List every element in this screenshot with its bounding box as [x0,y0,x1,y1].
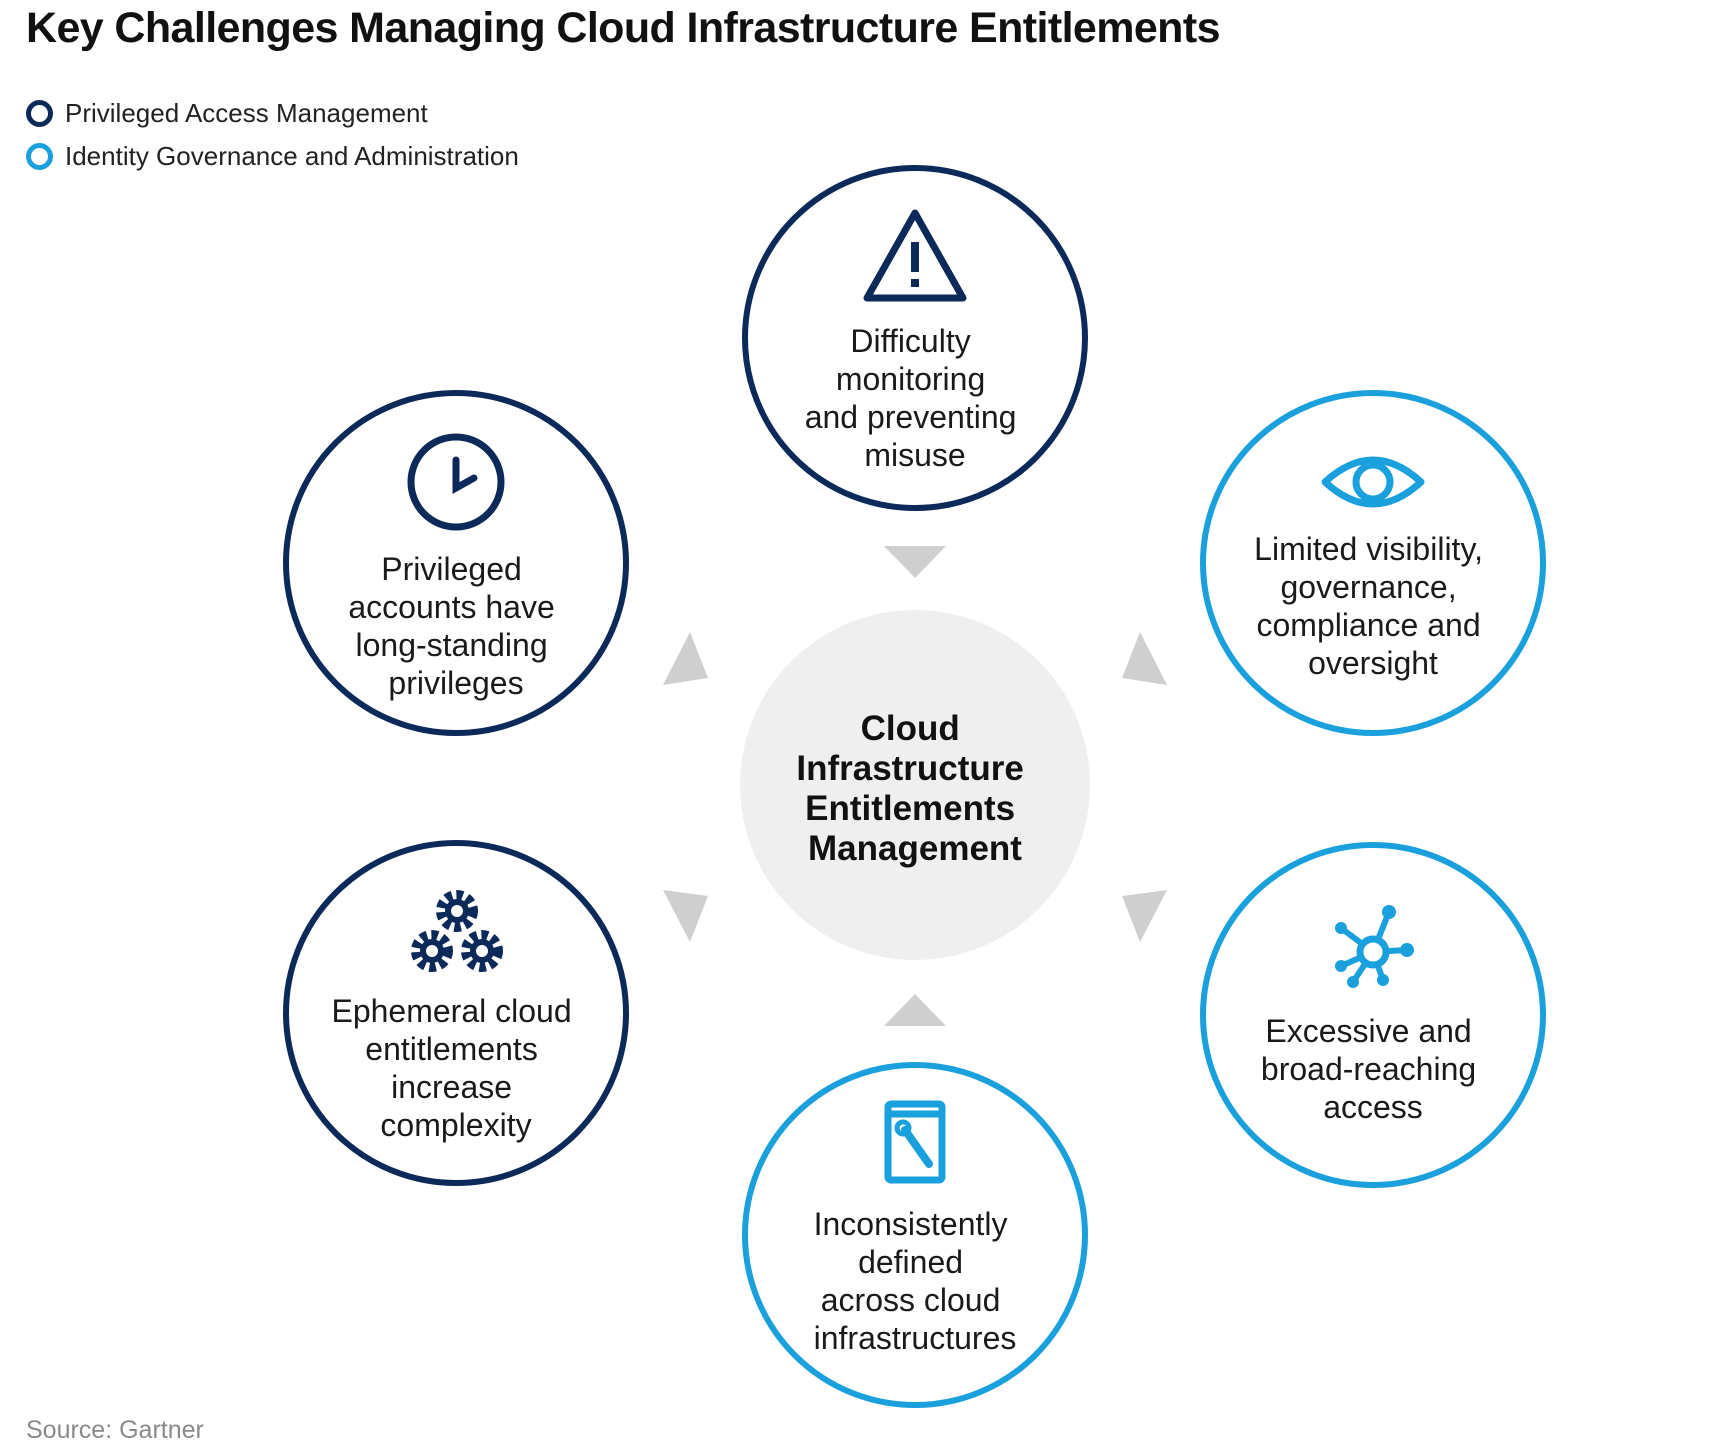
book-wrench-icon [884,1100,946,1184]
node-ring [283,390,629,736]
node-label: Privileged accounts have long-standing p… [348,551,563,701]
network-hub-icon [1335,905,1414,988]
center-disc [740,610,1090,960]
gears-icon [411,890,503,972]
arrow-upper-right [1122,632,1167,685]
source-note: Source: Gartner [26,1416,204,1444]
node-label: Inconsistently defined across cloud infr… [814,1206,1017,1356]
challenge-node-misuse: Difficulty monitoring and preventing mis… [742,165,1088,511]
node-line: and preventing [805,399,1017,435]
challenge-node-long-standing: Privileged accounts have long-standing p… [283,390,629,736]
legend: Privileged Access Management Identity Go… [26,92,519,178]
center-line: Infrastructure [796,749,1024,788]
node-label: Difficulty monitoring and preventing mis… [805,323,1026,473]
arrow-upper-left [663,632,708,685]
node-line: misuse [864,437,965,473]
page-title: Key Challenges Managing Cloud Infrastruc… [26,4,1220,52]
node-line: Privileged [381,551,522,587]
node-ring [742,1062,1088,1408]
node-line: accounts have [348,589,554,625]
node-label: Ephemeral cloud entitlements increase co… [331,993,580,1143]
node-line: Inconsistently [814,1206,1008,1242]
challenge-node-inconsistent: Inconsistently defined across cloud infr… [742,1062,1088,1408]
node-line: Limited visibility, [1254,531,1483,567]
node-line: long-standing [355,627,547,663]
arrow-top [884,546,946,578]
node-line: Difficulty [850,323,970,359]
node-line: entitlements [365,1031,538,1067]
node-line: compliance and [1256,607,1480,643]
center-line: Entitlements [805,789,1015,828]
node-line: governance, [1280,569,1456,605]
legend-label-pam: Privileged Access Management [65,98,428,128]
arrow-lower-right [1122,890,1167,942]
node-line: defined [858,1244,963,1280]
challenge-node-ephemeral: Ephemeral cloud entitlements increase co… [283,840,629,1186]
legend-item-pam: Privileged Access Management [26,92,519,135]
arrow-lower-left [663,890,708,942]
center-label: Cloud Infrastructure Entitlements Manage… [796,709,1033,868]
challenge-node-excessive-access: Excessive and broad-reaching access [1200,842,1546,1188]
node-ring [742,165,1088,511]
legend-item-iga: Identity Governance and Administration [26,135,519,178]
challenge-node-visibility: Limited visibility, governance, complian… [1200,390,1546,736]
center-line: Cloud [861,709,960,748]
node-line: broad-reaching [1261,1051,1476,1087]
eye-icon [1321,456,1425,508]
node-label: Excessive and broad-reaching access [1261,1013,1485,1125]
node-ring [1200,842,1546,1188]
node-line: access [1323,1089,1423,1125]
pam-ring-icon [26,100,53,127]
node-line: Ephemeral cloud [331,993,571,1029]
node-line: across cloud [821,1282,1001,1318]
node-ring [283,840,629,1186]
arrows [663,546,1167,1026]
node-line: infrastructures [814,1320,1017,1356]
node-line: increase [391,1069,512,1105]
node-line: oversight [1308,645,1438,681]
iga-ring-icon [26,143,53,170]
warning-icon [863,209,967,302]
node-line: complexity [380,1107,531,1143]
node-line: privileges [388,665,523,701]
node-line: Excessive and [1265,1013,1471,1049]
center-line: Management [808,829,1022,868]
clock-icon [407,433,505,531]
node-ring [1200,390,1546,736]
legend-label-iga: Identity Governance and Administration [65,141,519,171]
node-line: monitoring [836,361,985,397]
arrow-bottom [884,994,946,1026]
node-label: Limited visibility, governance, complian… [1254,531,1492,681]
